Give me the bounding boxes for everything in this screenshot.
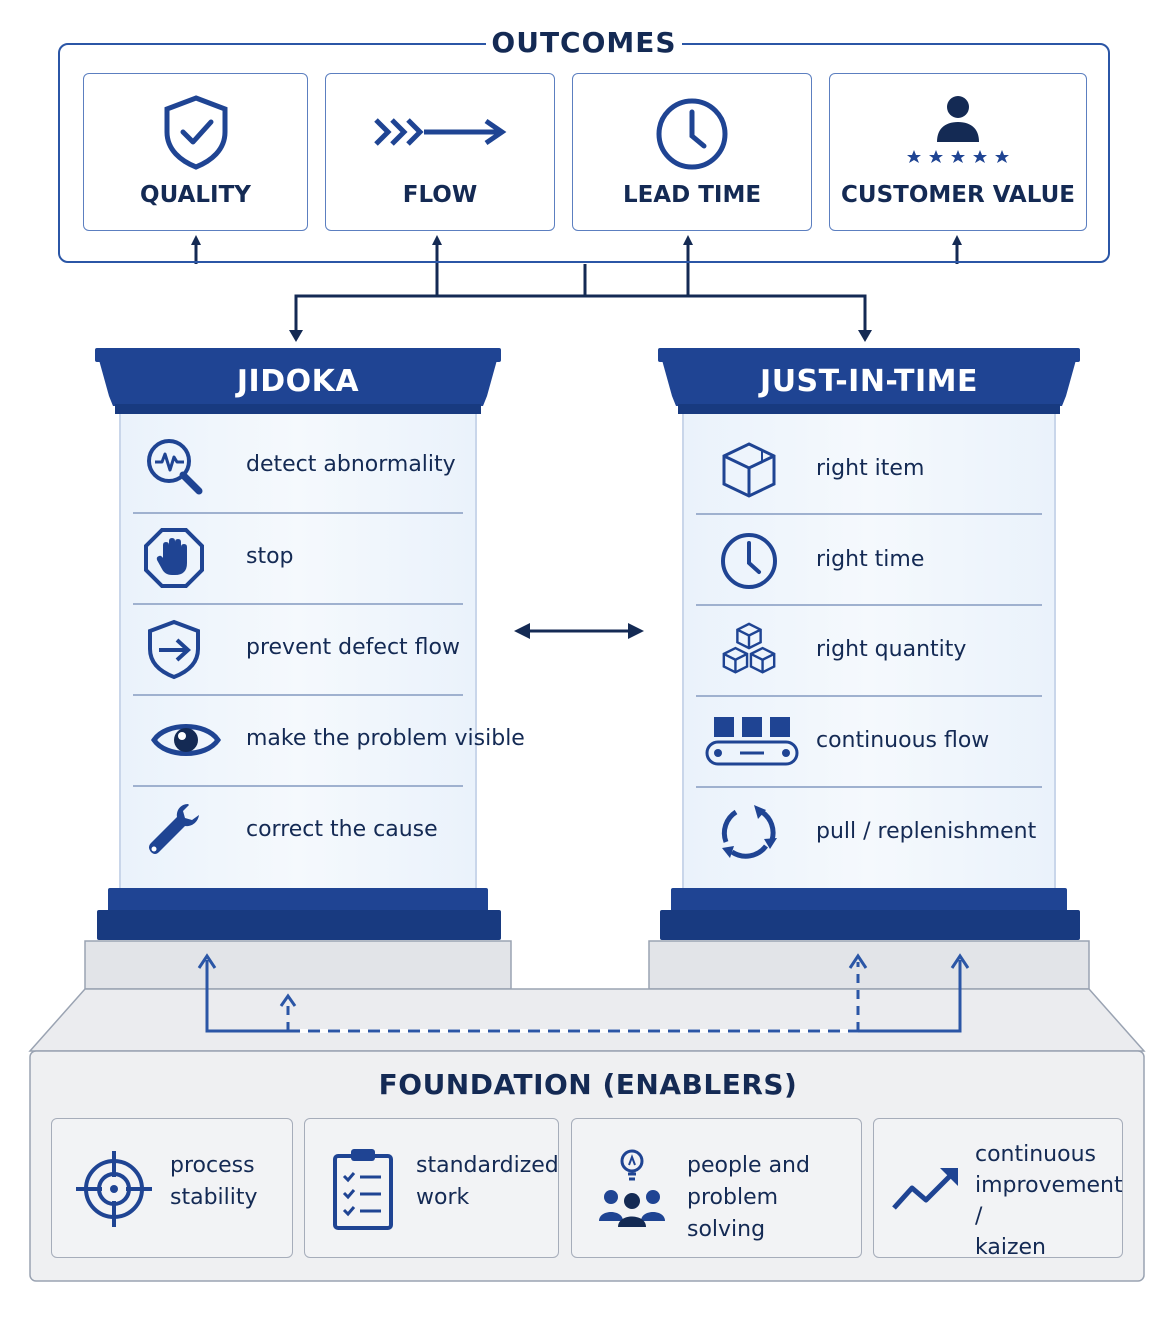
pillar-capital: [662, 360, 1076, 414]
pillar-cap-top: [658, 348, 1080, 362]
team-idea-icon: [584, 1141, 680, 1237]
clipboard-checklist-icon: [315, 1141, 411, 1237]
enabler-continuous-improvement: continuous improvement / kaizen: [873, 1118, 1123, 1260]
outcomes-title: OUTCOMES: [486, 24, 682, 62]
divider: [696, 695, 1042, 697]
list-item: continuous flow: [684, 696, 1054, 786]
list-item: correct the cause: [121, 785, 475, 875]
outcome-label: CUSTOMER VALUE: [841, 182, 1075, 208]
pillar-title: JIDOKA: [236, 364, 360, 399]
shield-arrow-icon: [143, 618, 205, 680]
foundation-title: FOUNDATION (ENABLERS): [378, 1068, 798, 1101]
pillar-base-upper: [671, 888, 1067, 914]
stop-hand-icon: [143, 527, 205, 589]
flow-arrow-icon: [326, 112, 554, 152]
cycle-arrows-icon: [718, 802, 780, 864]
item-label: detect abnormality: [246, 452, 456, 477]
divider: [696, 513, 1042, 515]
item-label: correct the cause: [246, 817, 438, 842]
clock-icon: [718, 530, 780, 592]
enabler-label: process stability: [170, 1153, 258, 1210]
pillar-base-upper: [108, 888, 488, 914]
pillar-cap-top: [95, 348, 501, 362]
outcome-label: FLOW: [402, 182, 478, 208]
outcome-label: QUALITY: [140, 182, 251, 208]
item-label: stop: [246, 544, 294, 569]
enabler-label: people and problem solving: [687, 1153, 810, 1242]
divider: [133, 694, 463, 696]
list-item: detect abnormality: [121, 420, 475, 510]
outcome-customer-value: CUSTOMER VALUE: [829, 73, 1087, 231]
target-icon: [66, 1141, 162, 1237]
pillar-title: JUST-IN-TIME: [760, 364, 978, 399]
enabler-process-stability: process stability: [51, 1118, 293, 1258]
item-label: pull / replenishment: [816, 819, 1037, 844]
enabler-standardized-work: standardized work: [304, 1118, 559, 1258]
divider: [133, 512, 463, 514]
shield-check-icon: [84, 94, 307, 170]
stacked-boxes-icon: [718, 620, 780, 682]
pillar-base-lower: [660, 910, 1080, 940]
outcome-label: LEAD TIME: [622, 182, 762, 208]
item-label: prevent defect flow: [246, 635, 460, 660]
outcome-lead-time: LEAD TIME: [572, 73, 812, 231]
divider: [696, 786, 1042, 788]
list-item: right item: [684, 424, 1054, 514]
customer-stars-icon: [830, 94, 1086, 170]
pillar-base-lower: [97, 910, 501, 940]
clock-icon: [573, 96, 811, 172]
item-label: make the problem visible: [246, 726, 525, 751]
pillar-shaft: detect abnormality stop prevent defec: [119, 414, 525, 888]
item-label: right quantity: [816, 637, 967, 662]
divider: [133, 603, 463, 605]
outcome-quality: QUALITY: [83, 73, 308, 231]
enabler-people-problem-solving: people and problem solving: [571, 1118, 862, 1258]
magnifier-pulse-icon: [143, 435, 205, 497]
pillar-capital: [99, 360, 497, 414]
item-label: right item: [816, 456, 925, 481]
divider: [696, 604, 1042, 606]
list-item: prevent defect flow: [121, 603, 475, 693]
conveyor-icon: [704, 711, 800, 773]
enabler-label: continuous improvement / kaizen: [975, 1142, 1123, 1260]
list-item: right time: [684, 515, 1054, 605]
list-item: stop: [121, 512, 475, 602]
divider: [133, 785, 463, 787]
item-label: continuous flow: [816, 728, 990, 753]
pillar-shaft: right item right time: [682, 414, 1056, 888]
enabler-label: standardized work: [416, 1153, 559, 1210]
list-item: pull / replenishment: [684, 787, 1054, 877]
list-item: right quantity: [684, 605, 1054, 695]
wrench-icon: [143, 800, 205, 862]
item-label: right time: [816, 547, 925, 572]
box-icon: [718, 439, 780, 501]
list-item: make the problem visible: [121, 694, 525, 784]
outcome-flow: FLOW: [325, 73, 555, 231]
trend-up-icon: [878, 1141, 974, 1237]
eye-icon: [151, 709, 221, 771]
